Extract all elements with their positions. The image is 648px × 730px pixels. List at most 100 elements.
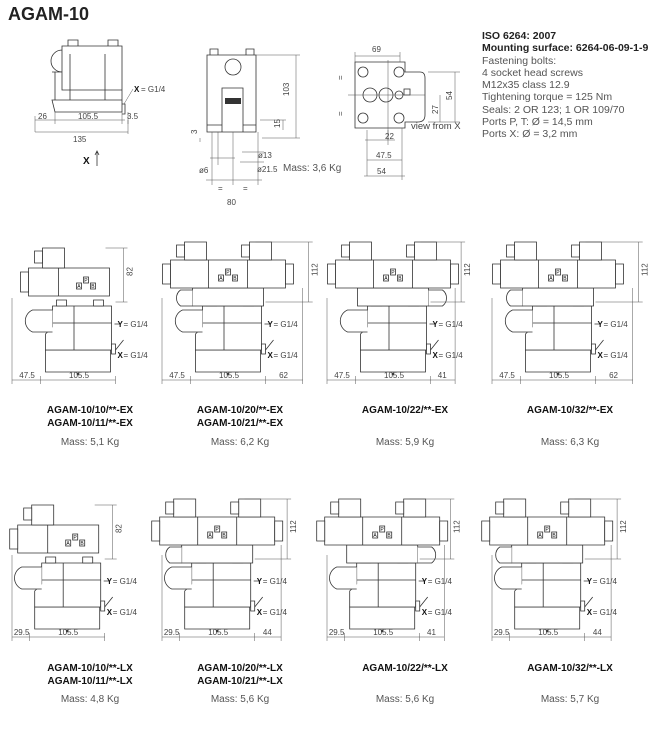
pilot-dome <box>339 309 368 333</box>
dim-dia-21-5: ø21.5 <box>257 165 278 174</box>
model-code: AGAM-10/10/**-LX <box>47 663 133 674</box>
mass: Mass: 6,3 Kg <box>540 437 600 448</box>
dim-105-5: 105.5 <box>78 112 99 121</box>
port-marker-b <box>562 274 568 282</box>
dim-left: 29.5 <box>164 628 180 637</box>
height-dimension <box>420 241 466 303</box>
cable-gland <box>34 250 43 264</box>
main-body <box>525 305 592 351</box>
port-marker-p <box>544 525 551 533</box>
dim-15: 15 <box>273 119 282 128</box>
electrical-connectors <box>338 498 427 518</box>
dimension-lines <box>11 555 105 641</box>
pilot-dome <box>14 566 42 590</box>
front-view-drawing: 103 15 3 ø13 ø6 ø21.5 = = 80 <box>190 48 300 207</box>
dim-height: 112 <box>452 520 461 533</box>
model-code: AGAM-10/11/**-LX <box>47 676 133 687</box>
port-y-value: = G1/4 <box>274 320 299 329</box>
dim-22: 22 <box>385 132 394 141</box>
main-body <box>195 305 262 351</box>
port-y-letter: Y <box>598 320 604 329</box>
port-y-value: = G1/4 <box>428 577 453 586</box>
pilot-dome <box>504 309 533 333</box>
port-marker-a-label: A <box>384 276 388 282</box>
port-y-letter: Y <box>107 577 113 586</box>
port-marker-p <box>379 525 386 533</box>
dim-height: 112 <box>463 263 472 276</box>
port-x-letter: X <box>257 608 263 617</box>
mass: Mass: 5,9 Kg <box>375 437 435 448</box>
spec-line: Ports P, T: Ø = 14,5 mm <box>482 116 593 129</box>
plug-dot <box>391 372 395 376</box>
pilot-dome <box>174 309 203 333</box>
electrical-connectors <box>503 498 592 518</box>
main-body <box>514 562 582 608</box>
port-marker-a <box>548 274 554 282</box>
cable-glands <box>165 501 240 515</box>
plug-dot <box>76 372 80 376</box>
height-dimension <box>94 504 117 560</box>
model-code: AGAM-10/21/**-LX <box>197 676 283 687</box>
dim-height: 112 <box>619 520 628 533</box>
port-marker-a-label: A <box>66 541 70 547</box>
port-x-letter: X <box>433 351 439 360</box>
x-port <box>250 600 256 612</box>
port-leaders <box>429 323 439 351</box>
model-codes: AGAM-10/22/**-LX <box>330 662 480 675</box>
eq-mark-left: = <box>218 184 223 193</box>
model-codes: AGAM-10/32/**-EX <box>495 404 645 417</box>
coil-nuts <box>316 520 449 542</box>
dim-body: 105.5 <box>549 371 570 380</box>
port-x-value: = G1/4 <box>113 608 138 617</box>
port-y-value: = G1/4 <box>593 577 618 586</box>
port-view-drawing: 69 54 27 22 47.5 54 = = view from X <box>336 45 461 180</box>
eq-mark-top: = <box>336 75 345 80</box>
port-y-letter: Y <box>433 320 439 329</box>
cable-glands <box>330 501 405 515</box>
pilot-dome <box>24 309 53 333</box>
spec-line: Fastening bolts: <box>482 54 557 67</box>
dim-right: 62 <box>609 371 618 380</box>
dim-height: 112 <box>289 520 298 533</box>
port-marker-b <box>90 282 96 290</box>
dim-body: 105.5 <box>538 628 559 637</box>
port-marker-b-label: B <box>398 276 402 282</box>
pilot-ports <box>45 556 94 564</box>
port-leaders <box>594 323 604 351</box>
dimension-lines <box>491 545 612 641</box>
model-codes: AGAM-10/10/**-LX AGAM-10/11/**-LX <box>15 662 165 688</box>
height-dimension <box>409 498 455 560</box>
port-marker-p-label: P <box>84 278 88 284</box>
dim-54-vertical: 54 <box>445 91 454 100</box>
port-x-value: = G1/4 <box>124 351 149 360</box>
dim-left: 29.5 <box>14 628 30 637</box>
port-marker-b-label: B <box>233 276 237 282</box>
dim-body: 105.5 <box>373 628 394 637</box>
main-body <box>34 562 102 608</box>
eq-mark-right: = <box>243 184 248 193</box>
port-marker-a-label: A <box>538 533 542 539</box>
side-view-drawing: 26 105.5 3.5 135 X = G1/4 X <box>34 39 166 167</box>
coil-nut <box>9 528 19 550</box>
electrical-connectors <box>173 498 262 518</box>
electrical-connectors <box>349 241 437 261</box>
port-y-value: = G1/4 <box>113 577 138 586</box>
port-marker-a-label: A <box>219 276 223 282</box>
plug-dot <box>380 629 384 633</box>
port-marker-p-label: P <box>545 527 549 533</box>
electrical-connectors <box>184 241 272 261</box>
spec-line: Seals: 2 OR 123; 1 OR 109/70 <box>482 103 625 116</box>
view-from-x-caption: view from X <box>411 121 461 132</box>
cable-gland <box>23 507 33 521</box>
dim-body: 105.5 <box>69 371 90 380</box>
pilot-dome <box>494 566 522 590</box>
bottom-plate <box>34 606 101 630</box>
main-body <box>45 305 112 351</box>
bottom-plate <box>349 606 416 630</box>
port-marker-b-label: B <box>222 533 226 539</box>
x-port <box>591 343 596 355</box>
electrical-connector <box>31 504 55 526</box>
dim-54-horizontal: 54 <box>377 167 386 176</box>
